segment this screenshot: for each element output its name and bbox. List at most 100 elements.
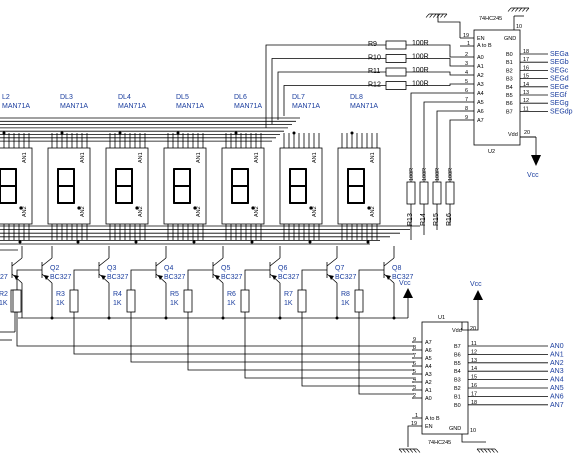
transistor-part: 27 <box>0 274 8 281</box>
transistor-ref: Q4 <box>164 265 173 272</box>
ground-hatch <box>507 7 512 12</box>
u2-en-label: EN <box>477 36 485 42</box>
display-ref: L2 <box>2 94 10 101</box>
base-resistor-bus-wire <box>358 312 414 395</box>
ground-hatch <box>405 448 410 453</box>
u2-left-pin-num: 7 <box>465 97 468 103</box>
u2-left-pin-num: 5 <box>465 79 468 85</box>
series-resistor <box>385 67 407 77</box>
transistor-ref: Q5 <box>221 265 230 272</box>
u2-left-pin-num: 2 <box>465 52 468 58</box>
u2-left-pin-num: 8 <box>465 106 468 112</box>
u1-right-pin-num: 14 <box>471 366 477 372</box>
base-resistor-value: 1K <box>113 300 122 307</box>
base-resistor-ref: R8 <box>341 291 350 298</box>
u2-seg-net-label: SEGa <box>550 51 569 58</box>
ground-hatch <box>436 13 441 18</box>
u2-right-pin-num: 11 <box>523 106 529 112</box>
u2-left-pin-num: 6 <box>465 88 468 94</box>
base-resistor-bus-wire <box>244 312 414 379</box>
display-digit <box>173 168 191 204</box>
display-part: MAN71A <box>2 103 30 110</box>
display-an1-label: AN1 <box>370 152 376 163</box>
transistor-collector <box>98 257 110 267</box>
u2-vcc-label: Vcc <box>527 172 539 179</box>
u1-right-pin-num: 13 <box>471 358 477 364</box>
u2-right-pin-num: 15 <box>523 74 529 80</box>
vertical-resistor-ref: R16 <box>446 213 453 226</box>
series-resistor <box>385 40 407 50</box>
display-an1-label: AN1 <box>22 152 28 163</box>
u1-left-pin-num: 9 <box>413 337 416 343</box>
u2-en-ground-wire <box>437 14 461 38</box>
bus-junction <box>250 240 254 244</box>
u1-right-pin-name: B4 <box>454 369 461 375</box>
u1-right-pin-num: 18 <box>471 400 477 406</box>
display-digit <box>231 168 249 204</box>
display-digit <box>0 168 17 204</box>
ground-hatch <box>440 13 444 18</box>
u2-en-ground-icon <box>425 13 448 18</box>
emitter-vcc-label: Vcc <box>399 280 411 287</box>
u1-dir-label: A to B <box>425 416 440 422</box>
vertical-resistor-ref: R14 <box>420 213 427 226</box>
ground-hatch <box>483 448 488 453</box>
u1-ref: U1 <box>438 315 445 321</box>
u1-right-pin-name: B5 <box>454 361 461 367</box>
bus-junction <box>192 240 196 244</box>
transistor-collector <box>155 257 167 267</box>
u1-left-pin-name: A4 <box>425 364 432 370</box>
bus-junction <box>2 131 6 135</box>
bus-junction <box>118 131 122 135</box>
base-resistor-top-wire <box>358 269 384 290</box>
u1-left-pin-num: 7 <box>413 353 416 359</box>
ground-hatch <box>511 7 515 12</box>
u1-an-net-label: AN2 <box>550 360 564 367</box>
u1-right-pin-name: B3 <box>454 378 461 384</box>
vertical-resistor-value: 100R <box>448 168 454 181</box>
u1-pin-gnd-num: 10 <box>470 428 476 434</box>
u2-right-pin-name: B6 <box>506 101 513 107</box>
base-resistor-bus-wire <box>16 312 414 347</box>
u2-seg-net-label: SEGd <box>550 76 569 83</box>
u2-pin-en-num: 19 <box>463 33 469 39</box>
emitter-arrow-icon <box>44 275 49 280</box>
u1-right-pin-num: 15 <box>471 375 477 381</box>
decimal-point <box>193 206 197 210</box>
ground-hatch <box>480 448 484 453</box>
u1-an-net-label: AN6 <box>550 393 564 400</box>
vertical-resistor <box>406 181 416 205</box>
vertical-resistor-top-wire <box>423 101 460 182</box>
bus-junction <box>18 240 22 244</box>
series-resistor-ref: R9 <box>368 41 377 48</box>
display-digit <box>57 168 75 204</box>
u1-left-pin-num: 8 <box>413 345 416 351</box>
u2-left-pin-name: A1 <box>477 64 484 70</box>
display-ref: DL4 <box>118 94 131 101</box>
u1-pin-en-num: 19 <box>411 421 417 427</box>
u1-left-pin-name: A3 <box>425 372 432 378</box>
u2-seg-net-label: SEGdp <box>550 108 573 115</box>
bus-junction <box>234 131 238 135</box>
base-resistor-ref: R4 <box>113 291 122 298</box>
u2-right-pin-num: 12 <box>523 98 529 104</box>
display-ref: DL6 <box>234 94 247 101</box>
series-resistor-in-wire <box>283 85 386 116</box>
u1-gnd-label: GND <box>449 426 461 432</box>
u2-seg-net-label: SEGe <box>550 84 569 91</box>
display-part: MAN71A <box>118 103 146 110</box>
base-resistor-ref: R5 <box>170 291 179 298</box>
pnp-transistor-icon <box>41 257 53 284</box>
series-resistor-ref: R11 <box>368 68 380 75</box>
base-resistor-value: 1K <box>227 300 236 307</box>
u1-vdd-wire2 <box>462 300 479 331</box>
transistor-ref: Q6 <box>278 265 287 272</box>
series-resistor-ref: R12 <box>368 82 381 89</box>
u2-left-pin-num: 9 <box>465 115 468 121</box>
u2-right-pin-name: B4 <box>506 85 513 91</box>
base-resistor-value: 1K <box>284 300 293 307</box>
base-resistor-value: 1K <box>56 300 65 307</box>
u2-left-pin-name: A2 <box>477 73 484 79</box>
u2-left-pin-name: A5 <box>477 100 484 106</box>
u2-left-pin-name: A7 <box>477 118 484 124</box>
